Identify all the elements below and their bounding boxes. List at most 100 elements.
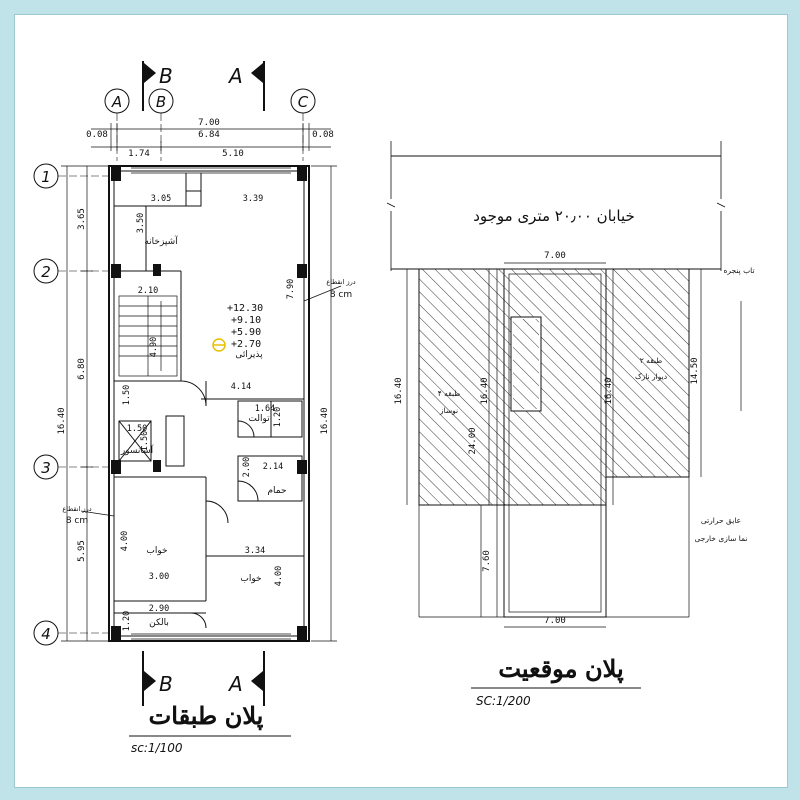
grid-bubble-a: A xyxy=(104,88,130,114)
floor-plan xyxy=(80,165,342,642)
grid-bubble-row-1: 1 xyxy=(33,163,59,189)
svg-text:دیوار نازک: دیوار نازک xyxy=(635,372,667,381)
svg-text:1.64: 1.64 xyxy=(255,404,275,414)
section-mark-bottom-left: B xyxy=(142,651,173,706)
svg-text:16.40: 16.40 xyxy=(394,377,404,404)
svg-text:7.90: 7.90 xyxy=(286,279,296,299)
svg-text:24.00: 24.00 xyxy=(468,427,478,454)
dim-left-edge: 0.08 xyxy=(86,130,108,140)
svg-text:3.39: 3.39 xyxy=(243,194,263,204)
level-marker-icon xyxy=(212,338,226,352)
svg-text:16.40: 16.40 xyxy=(480,377,490,404)
floor-plan-title: پلان طبقات xyxy=(149,702,264,730)
level-3: +5.90 xyxy=(231,327,261,338)
level-2: +9.10 xyxy=(231,315,261,326)
grid-lines-horizontal xyxy=(58,175,109,634)
svg-text:4.00: 4.00 xyxy=(274,566,284,586)
drawing-sheet: B A A B C 7.00 0.08 6.84 0.08 1.74 5.10 xyxy=(33,61,755,755)
svg-text:2.14: 2.14 xyxy=(263,462,283,472)
svg-text:نوساز: نوساز xyxy=(439,406,458,415)
svg-text:A: A xyxy=(227,672,243,696)
floor-plan-scale: sc:1/100 xyxy=(131,741,183,755)
svg-text:3.05: 3.05 xyxy=(151,194,171,204)
room-bedroom-2: خواب xyxy=(240,574,261,584)
svg-text:1.50: 1.50 xyxy=(127,424,147,434)
room-elevator: آسانسور xyxy=(120,444,154,456)
dim-right-total: 16.40 xyxy=(320,407,330,434)
dim-total-width: 7.00 xyxy=(198,118,220,128)
room-balcony: بالکن xyxy=(149,618,169,628)
svg-text:7.00: 7.00 xyxy=(544,251,566,261)
svg-text:16.40: 16.40 xyxy=(604,377,614,404)
site-street-label: خیابان ۲۰٫۰۰ متری موجود xyxy=(473,207,635,225)
svg-text:3.00: 3.00 xyxy=(149,572,169,582)
svg-text:2.00: 2.00 xyxy=(242,457,252,477)
svg-text:2: 2 xyxy=(41,263,51,281)
svg-text:3.34: 3.34 xyxy=(245,546,265,556)
room-labels: آشپزخانه پذیرائی توالت آسانسور حمام خواب… xyxy=(120,235,287,628)
svg-text:1: 1 xyxy=(41,168,51,186)
svg-text:2.10: 2.10 xyxy=(138,286,158,296)
svg-text:14.50: 14.50 xyxy=(690,357,700,384)
dim-left-1: 3.65 xyxy=(77,208,87,230)
svg-text:B: B xyxy=(156,93,166,111)
svg-text:4.00: 4.00 xyxy=(120,531,130,551)
svg-text:تاب پنجره: تاب پنجره xyxy=(723,266,754,275)
drawing-frame: B A A B C 7.00 0.08 6.84 0.08 1.74 5.10 xyxy=(14,14,788,788)
svg-text:عایق حرارتی: عایق حرارتی xyxy=(701,516,741,525)
grid-bubble-b: B xyxy=(148,88,174,114)
svg-text:7.60: 7.60 xyxy=(482,550,492,572)
svg-text:4.14: 4.14 xyxy=(231,382,251,392)
level-1: +12.30 xyxy=(227,303,263,314)
svg-text:نما سازی خارجی: نما سازی خارجی xyxy=(695,534,748,543)
site-plan-scale: SC:1/200 xyxy=(476,694,531,708)
staircase xyxy=(118,295,178,377)
dim-seg2: 5.10 xyxy=(222,149,244,159)
room-reception: پذیرائی xyxy=(235,350,263,360)
dim-seg1: 1.74 xyxy=(128,149,150,159)
expansion-joint-label-left: درز انقطاع xyxy=(62,505,91,513)
expansion-joint-label-right: درز انقطاع xyxy=(326,278,355,286)
svg-text:4: 4 xyxy=(41,625,51,643)
svg-text:1.20: 1.20 xyxy=(273,407,283,427)
svg-text:B: B xyxy=(159,672,173,696)
expansion-cm-right: 8 cm xyxy=(330,290,352,300)
grid-bubble-row-2: 2 xyxy=(33,258,59,284)
svg-text:7.00: 7.00 xyxy=(544,616,566,626)
right-dimensions xyxy=(311,165,337,642)
svg-text:A: A xyxy=(111,93,122,111)
level-4: +2.70 xyxy=(231,339,261,350)
site-plan-title: پلان موقعیت xyxy=(498,655,623,683)
top-dimensions xyxy=(91,123,331,151)
section-mark-bottom-right: A xyxy=(227,651,265,706)
room-kitchen: آشپزخانه xyxy=(144,235,178,247)
floor-levels: +12.30 +9.10 +5.90 +2.70 xyxy=(227,303,263,350)
svg-text:۲ طبقه: ۲ طبقه xyxy=(640,356,663,365)
section-label: B xyxy=(159,64,173,88)
section-mark-top-right: A xyxy=(227,61,265,111)
dim-left-2: 6.80 xyxy=(77,358,87,380)
grid-bubble-c: C xyxy=(290,88,316,114)
svg-text:4.90: 4.90 xyxy=(149,337,159,357)
room-bedroom-1: خواب xyxy=(146,546,167,556)
svg-text:1.50: 1.50 xyxy=(140,431,150,451)
svg-text:1.20: 1.20 xyxy=(122,611,132,631)
dim-inner-width: 6.84 xyxy=(198,130,220,140)
svg-text:2.90: 2.90 xyxy=(149,604,169,614)
site-dimensions: 7.00 7.00 16.40 16.40 24.00 16.40 14.50 … xyxy=(394,251,700,626)
svg-text:3: 3 xyxy=(41,459,51,477)
svg-text:۴ طبقه: ۴ طبقه xyxy=(438,389,461,398)
dim-left-3: 5.95 xyxy=(77,540,87,562)
dim-right-edge: 0.08 xyxy=(312,130,334,140)
site-labels: تاب پنجره ۴ طبقه نوساز ۲ طبقه دیوار نازک… xyxy=(438,266,755,543)
dim-left-total: 16.40 xyxy=(57,407,67,434)
room-dimensions: 3.05 3.39 3.50 7.90 2.10 4.90 4.14 1.50 … xyxy=(120,194,296,631)
room-wc: توالت xyxy=(248,414,270,424)
grid-bubble-row-4: 4 xyxy=(33,620,59,646)
grid-bubble-row-3: 3 xyxy=(33,454,59,480)
svg-text:3.50: 3.50 xyxy=(136,213,146,233)
site-plan xyxy=(386,141,742,628)
svg-text:1.50: 1.50 xyxy=(122,385,132,405)
section-label: A xyxy=(227,64,243,88)
svg-text:C: C xyxy=(298,93,309,111)
